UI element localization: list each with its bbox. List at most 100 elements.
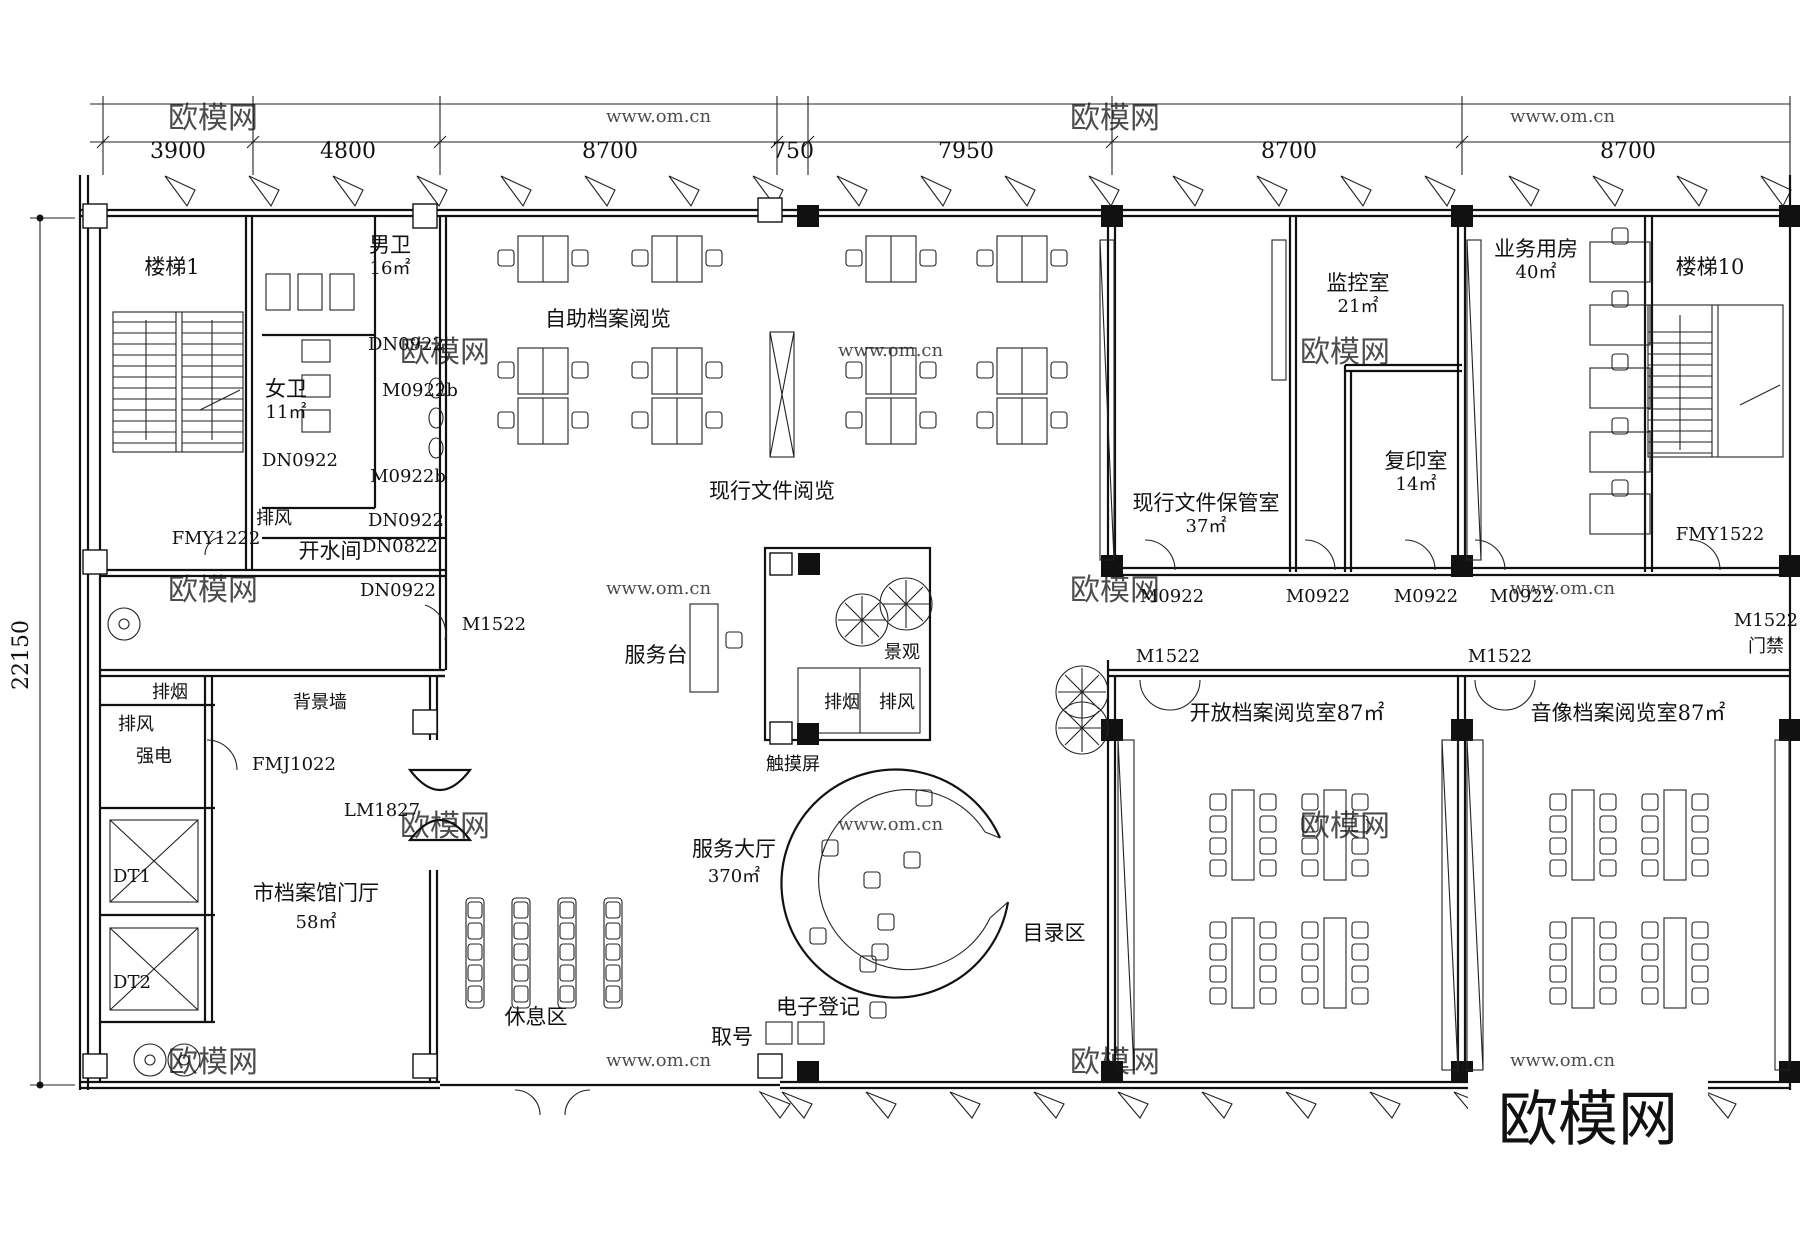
door-label: M0922 <box>1394 586 1458 607</box>
plant-leaf <box>888 603 907 622</box>
column <box>1779 719 1800 741</box>
reading-table <box>1571 917 1595 1009</box>
chair <box>1549 837 1567 855</box>
room-monitor-area: 21㎡ <box>1338 295 1379 317</box>
bench <box>511 897 531 1009</box>
window-marker <box>1508 175 1540 208</box>
seat <box>467 985 483 1003</box>
chair <box>1611 353 1629 371</box>
elevator-car <box>109 927 199 1011</box>
column <box>82 549 108 575</box>
chair <box>1549 793 1567 811</box>
chair <box>497 361 515 379</box>
door-label: LM1827 <box>344 800 420 821</box>
plant-leaf <box>1081 710 1100 729</box>
room-mens-wc: 男卫 <box>369 233 411 257</box>
chair <box>1691 837 1709 855</box>
fan <box>107 607 141 641</box>
workstation <box>1589 493 1651 535</box>
window-marker <box>1088 175 1120 208</box>
column <box>1779 205 1800 227</box>
chair <box>1691 943 1709 961</box>
label-exhaust-fan-wc: 排风 <box>256 508 292 529</box>
bench <box>603 897 623 1009</box>
seat <box>605 901 621 919</box>
seat <box>559 922 575 940</box>
column <box>769 721 793 745</box>
column <box>797 1061 819 1083</box>
room-womens-wc: 女卫 <box>265 377 307 401</box>
window-marker <box>1760 175 1792 208</box>
window-marker <box>1340 175 1372 208</box>
plant-leaf <box>844 602 863 621</box>
chair <box>1351 859 1369 877</box>
seat <box>467 943 483 961</box>
chair <box>1050 361 1068 379</box>
door-label: DN0922 <box>368 510 444 531</box>
chair <box>1209 793 1227 811</box>
window-marker <box>1172 175 1204 208</box>
chair <box>571 411 589 429</box>
door-label: M1522 <box>462 614 526 635</box>
reading-table <box>1231 789 1255 881</box>
watermark-site: www.om.cn <box>1510 106 1616 127</box>
sink <box>428 407 444 429</box>
dim-label-left: 22150 <box>9 620 34 690</box>
plant-leaf <box>1064 674 1083 693</box>
fan <box>167 1043 201 1077</box>
chair <box>571 361 589 379</box>
chair <box>845 249 863 267</box>
room-docs-storage: 现行文件保管室 <box>1133 491 1280 515</box>
watermark-site: www.om.cn <box>1510 1050 1616 1071</box>
chair <box>631 249 649 267</box>
chair <box>1209 987 1227 1005</box>
chair <box>1599 793 1617 811</box>
window-marker <box>1369 1091 1401 1119</box>
chair <box>1209 965 1227 983</box>
watermark-site: www.om.cn <box>838 814 944 835</box>
seat <box>559 985 575 1003</box>
plant-leaf <box>905 586 924 605</box>
chair <box>1599 965 1617 983</box>
kiosk <box>797 1021 825 1045</box>
dim-label: 8700 <box>582 139 638 164</box>
chair <box>1301 837 1319 855</box>
column <box>798 553 820 575</box>
workstation <box>1589 241 1651 283</box>
chair <box>1691 859 1709 877</box>
chair <box>631 361 649 379</box>
chair <box>1301 793 1319 811</box>
watermark-logo: 欧模网 <box>168 573 258 608</box>
window-marker <box>164 175 196 208</box>
watermark-logo: 欧模网 <box>1070 101 1160 136</box>
dim-label: 8700 <box>1600 139 1656 164</box>
plant-leaf <box>844 619 863 638</box>
sink <box>428 377 444 399</box>
watermarks: 欧模网 www.om.cn 欧模网 www.om.cn 欧模网 www.om.c… <box>168 101 1616 1080</box>
stair10-treads <box>1647 304 1784 458</box>
watermark-site: www.om.cn <box>1510 578 1616 599</box>
door-swings <box>204 536 1721 1116</box>
chair <box>919 411 937 429</box>
chair <box>821 839 839 857</box>
window-marker <box>500 175 532 208</box>
door-label: FMY1522 <box>1676 524 1765 545</box>
logo-text: 欧模网 <box>1498 1085 1678 1155</box>
room-self-archive: 自助档案阅览 <box>545 307 671 331</box>
chair <box>1351 837 1369 855</box>
chair <box>871 943 889 961</box>
toilet <box>301 409 331 433</box>
plant <box>879 577 933 631</box>
window-marker <box>758 1090 791 1119</box>
room-monitor: 监控室 <box>1327 271 1390 295</box>
window-marker <box>1424 175 1456 208</box>
corner-logo: 欧模网 <box>1468 1072 1708 1155</box>
label-catalog: 目录区 <box>1023 921 1086 945</box>
column <box>1451 719 1473 741</box>
seat <box>605 985 621 1003</box>
watermark-logo: 欧模网 <box>400 809 490 844</box>
toilet-stall <box>329 273 355 311</box>
label-landscape: 景观 <box>884 642 920 663</box>
room-water: 开水间 <box>299 539 362 563</box>
label-rest: 休息区 <box>505 1005 568 1029</box>
